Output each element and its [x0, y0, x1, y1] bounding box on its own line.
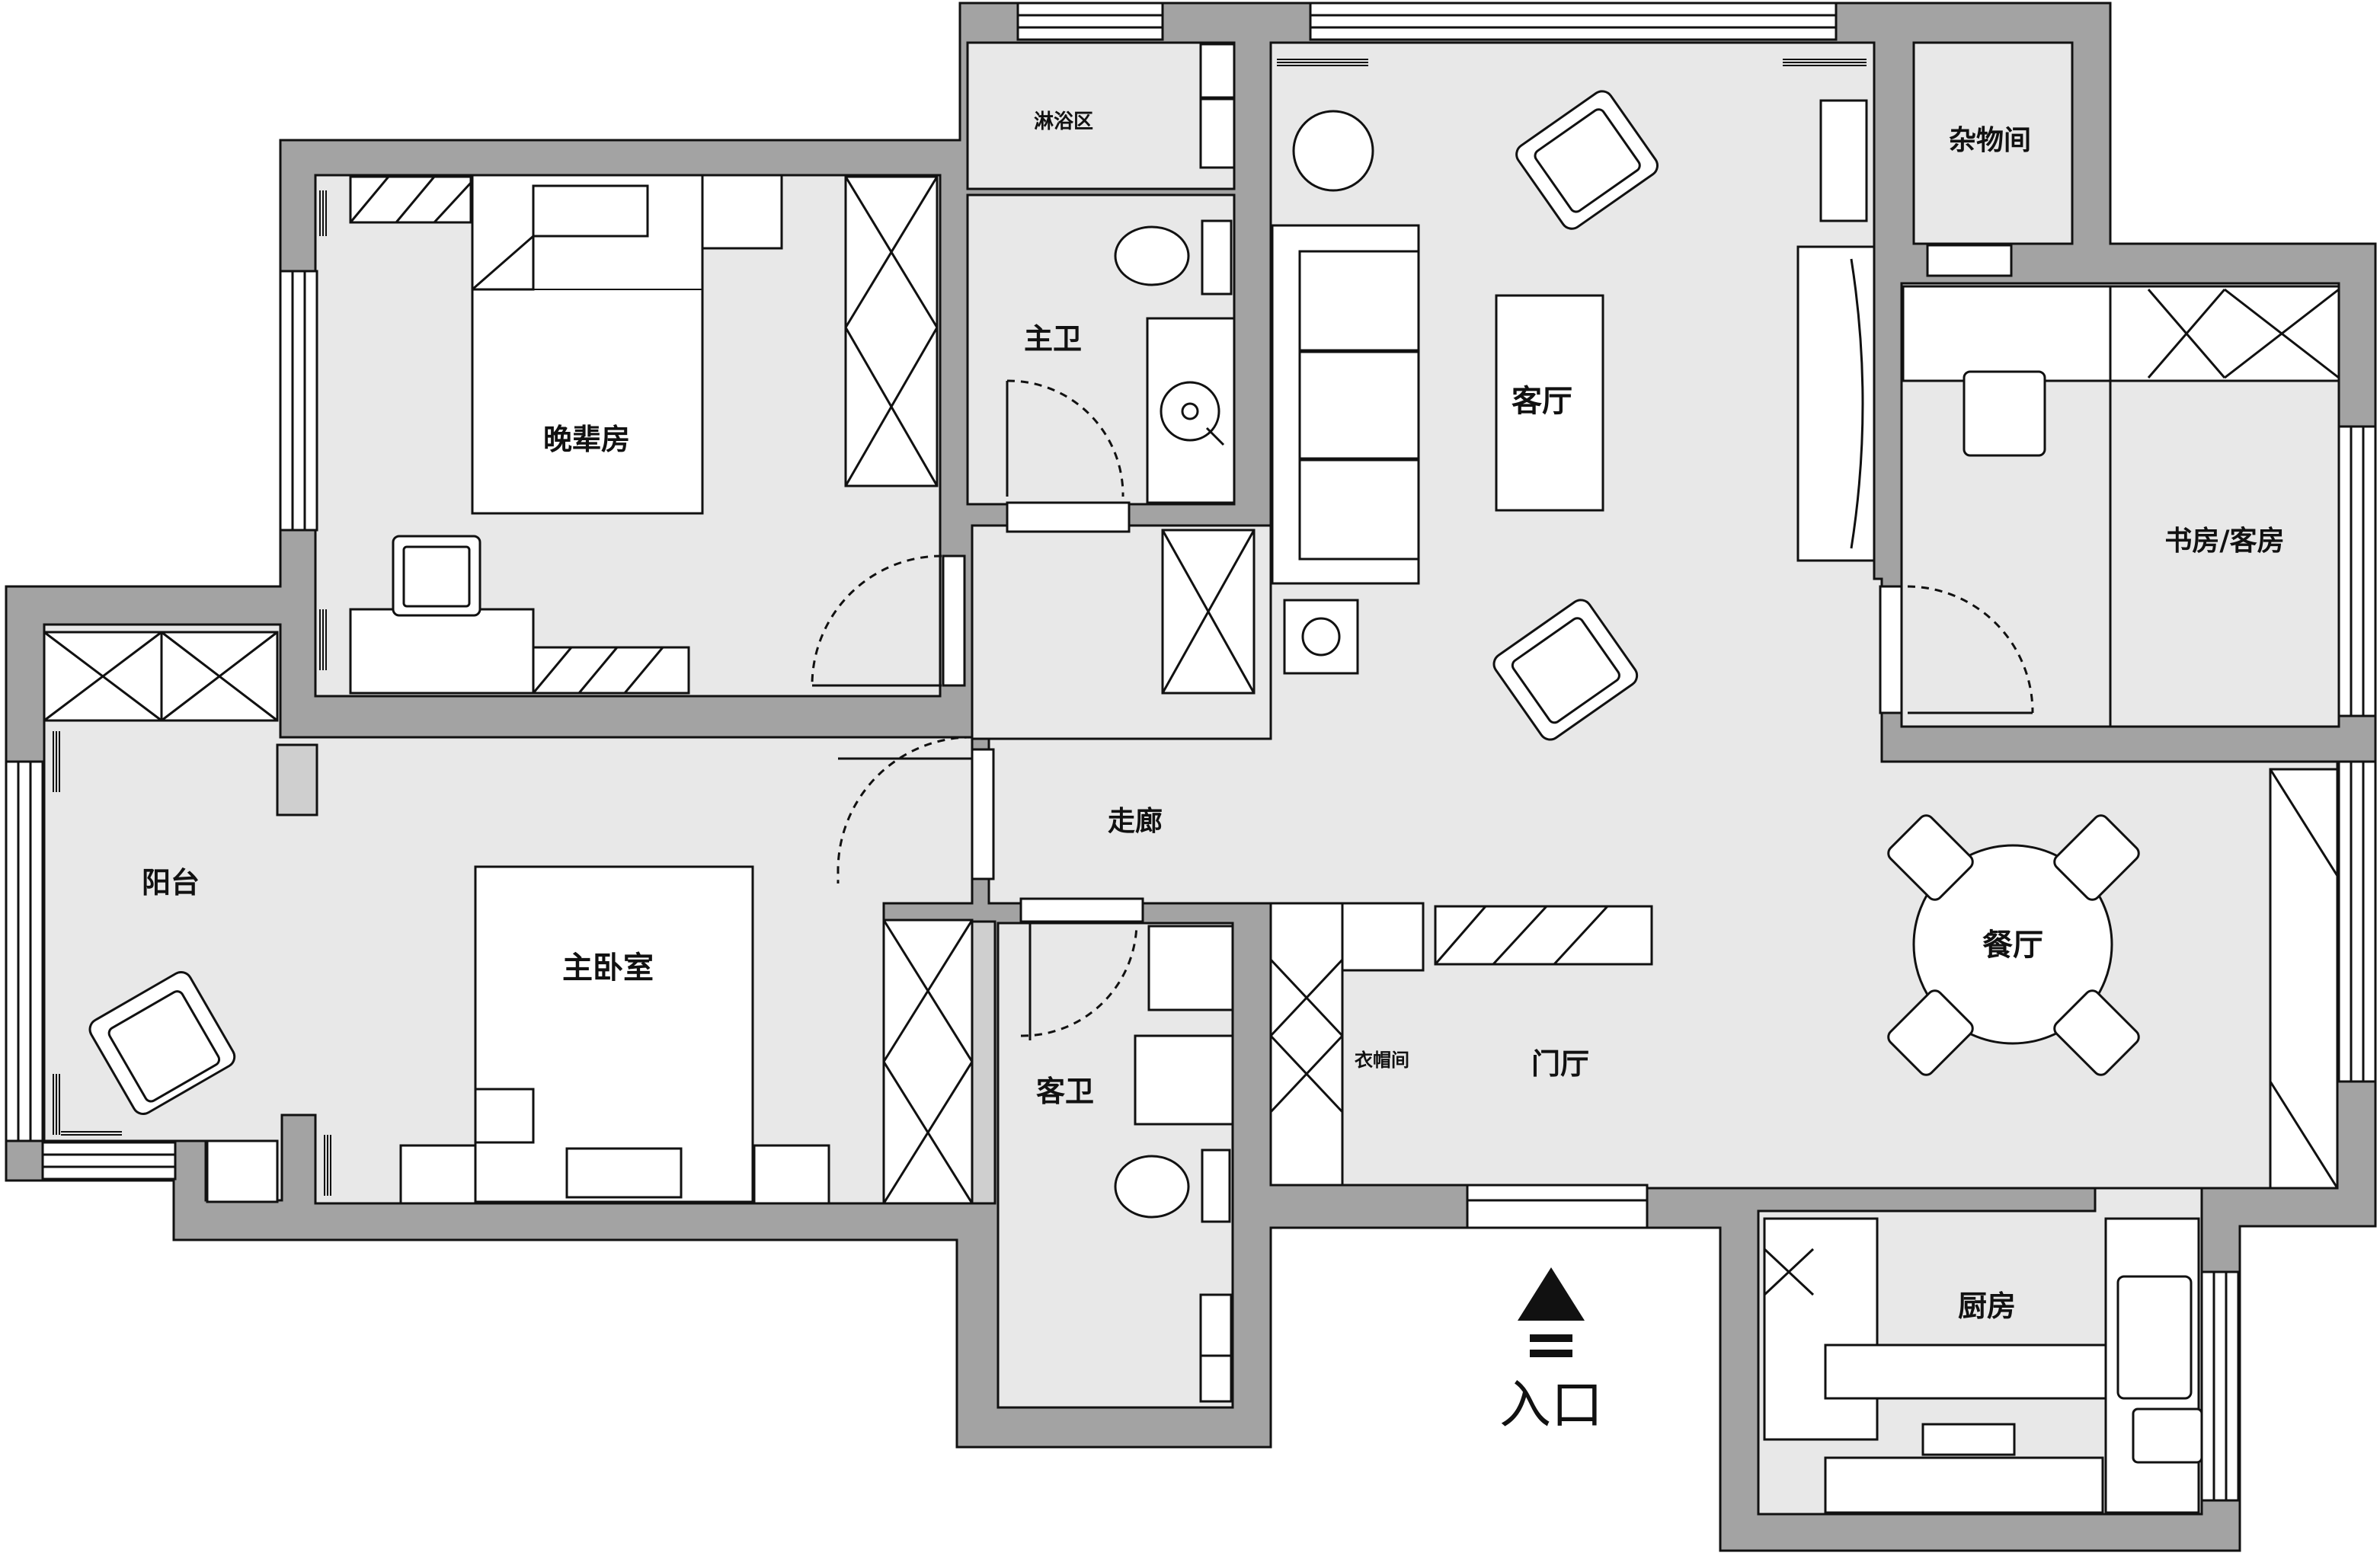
furniture	[43, 43, 2340, 1514]
room-labels: 淋浴区 杂物间 主卫 客厅 晚辈房 书房/客房 阳台 走廊 主卧室 客卫 餐厅 …	[142, 110, 2285, 1323]
door-swing-junior	[811, 554, 942, 686]
door-swing-study	[1907, 585, 2034, 714]
label-cloakroom: 衣帽间	[1355, 1049, 1409, 1071]
label-storage: 杂物间	[1949, 124, 2031, 156]
windows	[5, 2, 2377, 1502]
label-master-bedroom: 主卧室	[562, 950, 654, 986]
label-kitchen: 厨房	[1958, 1289, 2016, 1323]
label-master-bath: 主卫	[1024, 321, 1082, 356]
label-foyer: 门厅	[1531, 1046, 1589, 1081]
entrance-arrow-icon	[1518, 1267, 1585, 1321]
junior-wardrobe	[844, 175, 939, 487]
door-storage	[1926, 244, 2013, 277]
dining-table	[1912, 844, 2113, 1045]
coffee-table	[1495, 294, 1604, 512]
balcony-armchair	[88, 971, 236, 1115]
label-guest-bath: 客卫	[1036, 1074, 1094, 1108]
label-junior-room: 晚辈房	[543, 422, 630, 456]
door-swing-master-bath	[1006, 379, 1124, 497]
window-dining	[2337, 760, 2377, 1083]
shower-floor	[966, 41, 1236, 190]
window-study	[2337, 425, 2377, 717]
entrance-marker: 入口	[1499, 1267, 1603, 1436]
label-corridor: 走廊	[1108, 805, 1163, 837]
door-swing-master-bed	[837, 736, 973, 883]
living-armchair-top	[1515, 90, 1659, 230]
window-shower	[1016, 2, 1164, 41]
doors	[811, 244, 2034, 1040]
entrance-label: 入口	[1499, 1375, 1603, 1436]
window-kitchen	[2200, 1270, 2240, 1502]
entrance-door	[1466, 1184, 1649, 1229]
label-shower: 淋浴区	[1034, 110, 1093, 133]
cloakroom-cabinet	[1269, 902, 1344, 1187]
tv-cabinet	[1796, 245, 1876, 562]
window-junior	[279, 270, 318, 532]
living-armchair-bottom	[1492, 599, 1639, 741]
label-living-room: 客厅	[1511, 383, 1572, 419]
master-bed	[474, 865, 754, 1203]
master-wardrobe	[882, 919, 974, 1205]
foyer-cabinet	[1434, 905, 1653, 966]
junior-desk	[349, 608, 535, 695]
radiators	[53, 59, 1867, 1196]
window-balcony-west	[5, 760, 44, 1142]
plant-icon	[1292, 110, 1374, 192]
window-balcony-south	[41, 1141, 177, 1181]
storage-floor	[1912, 41, 2074, 245]
window-living	[1309, 2, 1838, 41]
door-swing-guest-bath	[1020, 922, 1138, 1037]
label-dining: 餐厅	[1982, 927, 2043, 963]
label-study: 书房/客房	[2164, 525, 2284, 557]
label-balcony: 阳台	[142, 865, 200, 899]
